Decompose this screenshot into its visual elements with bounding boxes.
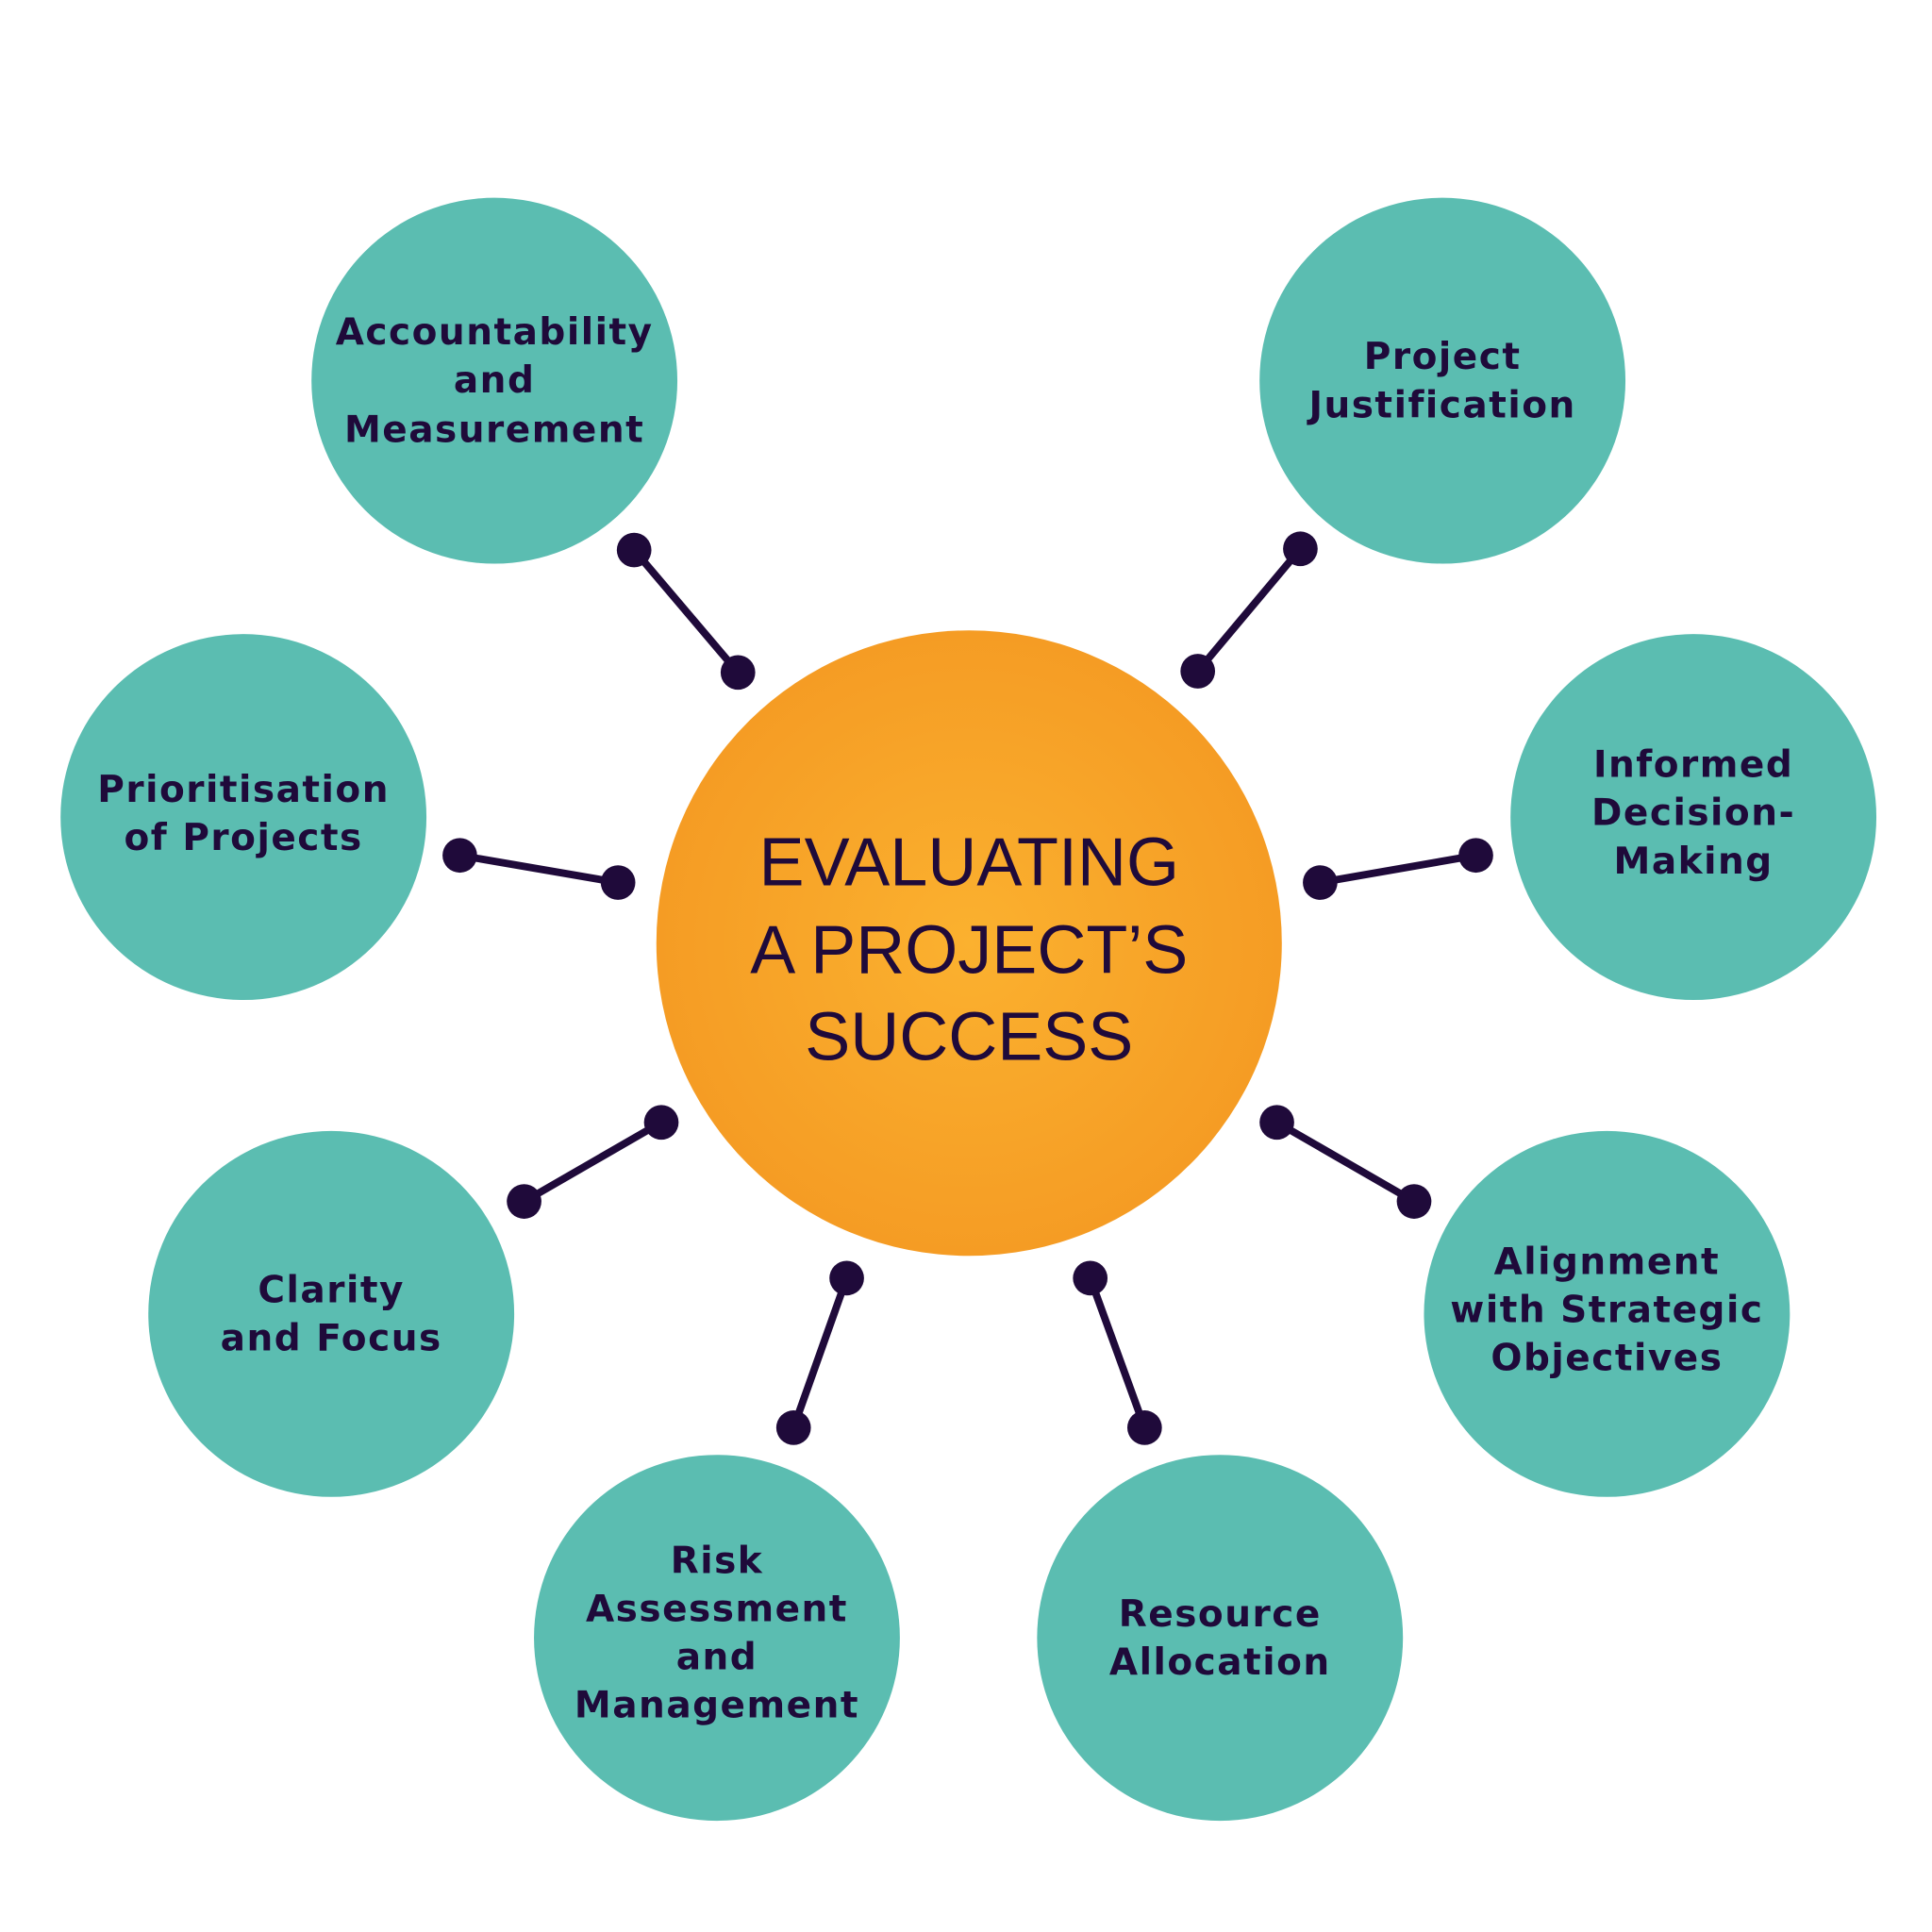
connector-dot: [1126, 1410, 1162, 1445]
node-circle: [1510, 634, 1877, 1001]
connector-dot: [720, 655, 756, 691]
connector-dot: [1458, 838, 1493, 874]
center-title-line: EVALUATING: [759, 825, 1179, 901]
connector-line: [456, 851, 623, 887]
center-circle: [656, 630, 1282, 1257]
connector-resource-allocation: [1073, 1260, 1162, 1445]
node-label-line: and Focus: [221, 1318, 442, 1360]
connector-prioritisation-of-projects: [442, 838, 636, 900]
center-hub: EVALUATING A PROJECT’S SUCCESS: [656, 630, 1282, 1257]
connector-dot: [1259, 1105, 1294, 1141]
connector-dot: [829, 1260, 864, 1296]
node-label-line: Measurement: [344, 408, 644, 451]
connector-line: [1273, 1118, 1418, 1206]
connector-accountability-and-measurement: [616, 532, 756, 691]
connector-informed-decision-making: [1303, 838, 1493, 900]
connector-dot: [507, 1184, 541, 1219]
node-label-line: Risk: [671, 1540, 764, 1582]
topic-nodes: AccountabilityandMeasurementProjectJusti…: [60, 197, 1877, 1822]
node-circle: [60, 634, 427, 1001]
node-circle: [148, 1130, 515, 1497]
connector-dot: [1303, 865, 1338, 900]
connector-dot: [643, 1105, 679, 1141]
connector-line: [630, 546, 742, 676]
node-prioritisation-of-projects: Prioritisation of Projects: [60, 634, 427, 1001]
node-label-line: with Strategic: [1450, 1289, 1763, 1331]
node-circle: [534, 1455, 900, 1822]
connector-line: [790, 1274, 851, 1432]
connector-project-justification: [1180, 531, 1318, 689]
connector-dot: [1283, 531, 1318, 567]
connectors: [442, 531, 1493, 1445]
node-label-line: Informed: [1593, 744, 1793, 787]
node-label-line: Justification: [1306, 384, 1575, 426]
node-clarity-and-focus: Clarity and Focus: [148, 1130, 515, 1497]
node-circle: [1424, 1130, 1790, 1497]
connector-line: [520, 1118, 665, 1206]
node-label-line: Prioritisation: [97, 769, 390, 811]
connector-clarity-and-focus: [507, 1105, 679, 1219]
node-label-line: Management: [575, 1685, 859, 1727]
node-label-line: Project: [1364, 336, 1522, 378]
node-circle: [1037, 1455, 1404, 1822]
node-label-line: Objectives: [1491, 1338, 1723, 1380]
node-label-line: Clarity: [258, 1269, 404, 1311]
connector-line: [1316, 851, 1480, 887]
connector-dot: [616, 532, 652, 568]
node-label-line: Making: [1614, 841, 1774, 883]
node-label-line: Allocation: [1109, 1641, 1331, 1684]
center-title-line: SUCCESS: [805, 999, 1133, 1074]
connector-line: [1086, 1274, 1149, 1432]
connector-alignment-with-strategic-objectives: [1259, 1105, 1432, 1219]
center-title-line: A PROJECT’S: [750, 913, 1188, 989]
connector-dot: [442, 838, 477, 874]
node-circle: [1259, 197, 1626, 564]
node-label-line: Alignment: [1494, 1241, 1721, 1283]
node-label-line: Assessment: [586, 1589, 848, 1631]
node-circle: [311, 197, 678, 564]
connector-dot: [775, 1410, 811, 1445]
connector-dot: [1396, 1184, 1432, 1219]
node-label-line: Decision-: [1591, 792, 1795, 835]
connector-dot: [600, 865, 636, 900]
node-label-line: and: [454, 359, 536, 402]
node-label-line: Resource: [1119, 1593, 1322, 1636]
node-label-line: Accountability: [336, 311, 654, 354]
connector-line: [1193, 544, 1305, 675]
connector-risk-assessment-and-management: [775, 1260, 864, 1445]
connector-dot: [1073, 1260, 1108, 1296]
connector-dot: [1180, 654, 1216, 689]
node-label-line: of Projects: [125, 817, 363, 859]
node-label-line: and: [676, 1637, 758, 1679]
